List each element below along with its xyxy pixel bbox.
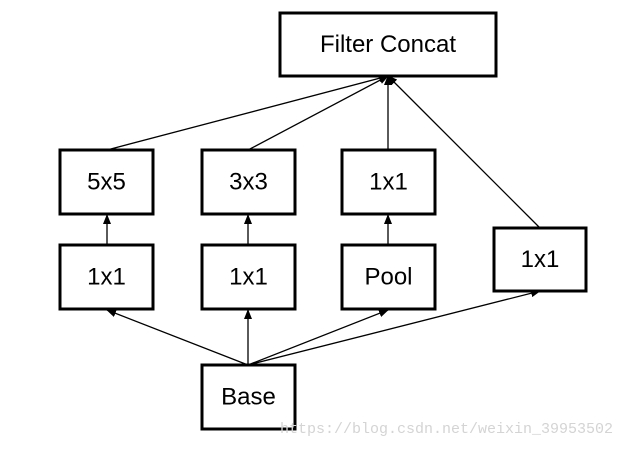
node-label: 1x1 <box>229 264 268 291</box>
node-box <box>340 148 437 216</box>
node-label: 1x1 <box>521 246 560 273</box>
node-label: Filter Concat <box>320 31 456 58</box>
node-box <box>200 363 297 431</box>
node-box <box>200 243 297 311</box>
node-box <box>58 243 155 311</box>
watermark-url: https://blog.csdn.net/weixin_39953502 <box>279 421 613 438</box>
node-box <box>278 11 498 78</box>
node-label: 3x3 <box>229 169 268 196</box>
node-c1x1-top: 1x1 <box>340 148 437 216</box>
node-label: 1x1 <box>87 264 126 291</box>
node-label: 1x1 <box>369 169 408 196</box>
node-box <box>58 148 155 216</box>
node-base: Base <box>200 363 297 431</box>
node-r5x5: 1x1 <box>58 243 155 311</box>
node-label: Pool <box>364 264 412 291</box>
arrow-base-to-c1x1_direct <box>247 289 541 366</box>
node-r3x3: 1x1 <box>200 243 297 311</box>
node-concat: Filter Concat <box>278 11 498 78</box>
arrow-base-to-pool <box>247 309 389 366</box>
node-label: Base <box>221 384 276 411</box>
node-c5x5: 5x5 <box>58 148 155 216</box>
arrow-c3x3-to-concat <box>247 75 389 151</box>
node-c1x1-direct: 1x1 <box>492 226 588 293</box>
edges-layer <box>103 74 541 366</box>
arrow-c5x5-to-concat <box>106 74 389 151</box>
arrow-base-to-r5x5 <box>106 309 249 366</box>
node-box <box>200 148 297 216</box>
node-label: 5x5 <box>87 169 126 196</box>
node-box <box>492 226 588 293</box>
arrow-c1x1_direct-to-concat <box>387 75 541 229</box>
node-box <box>340 243 437 311</box>
node-c3x3: 3x3 <box>200 148 297 216</box>
node-pool: Pool <box>340 243 437 311</box>
